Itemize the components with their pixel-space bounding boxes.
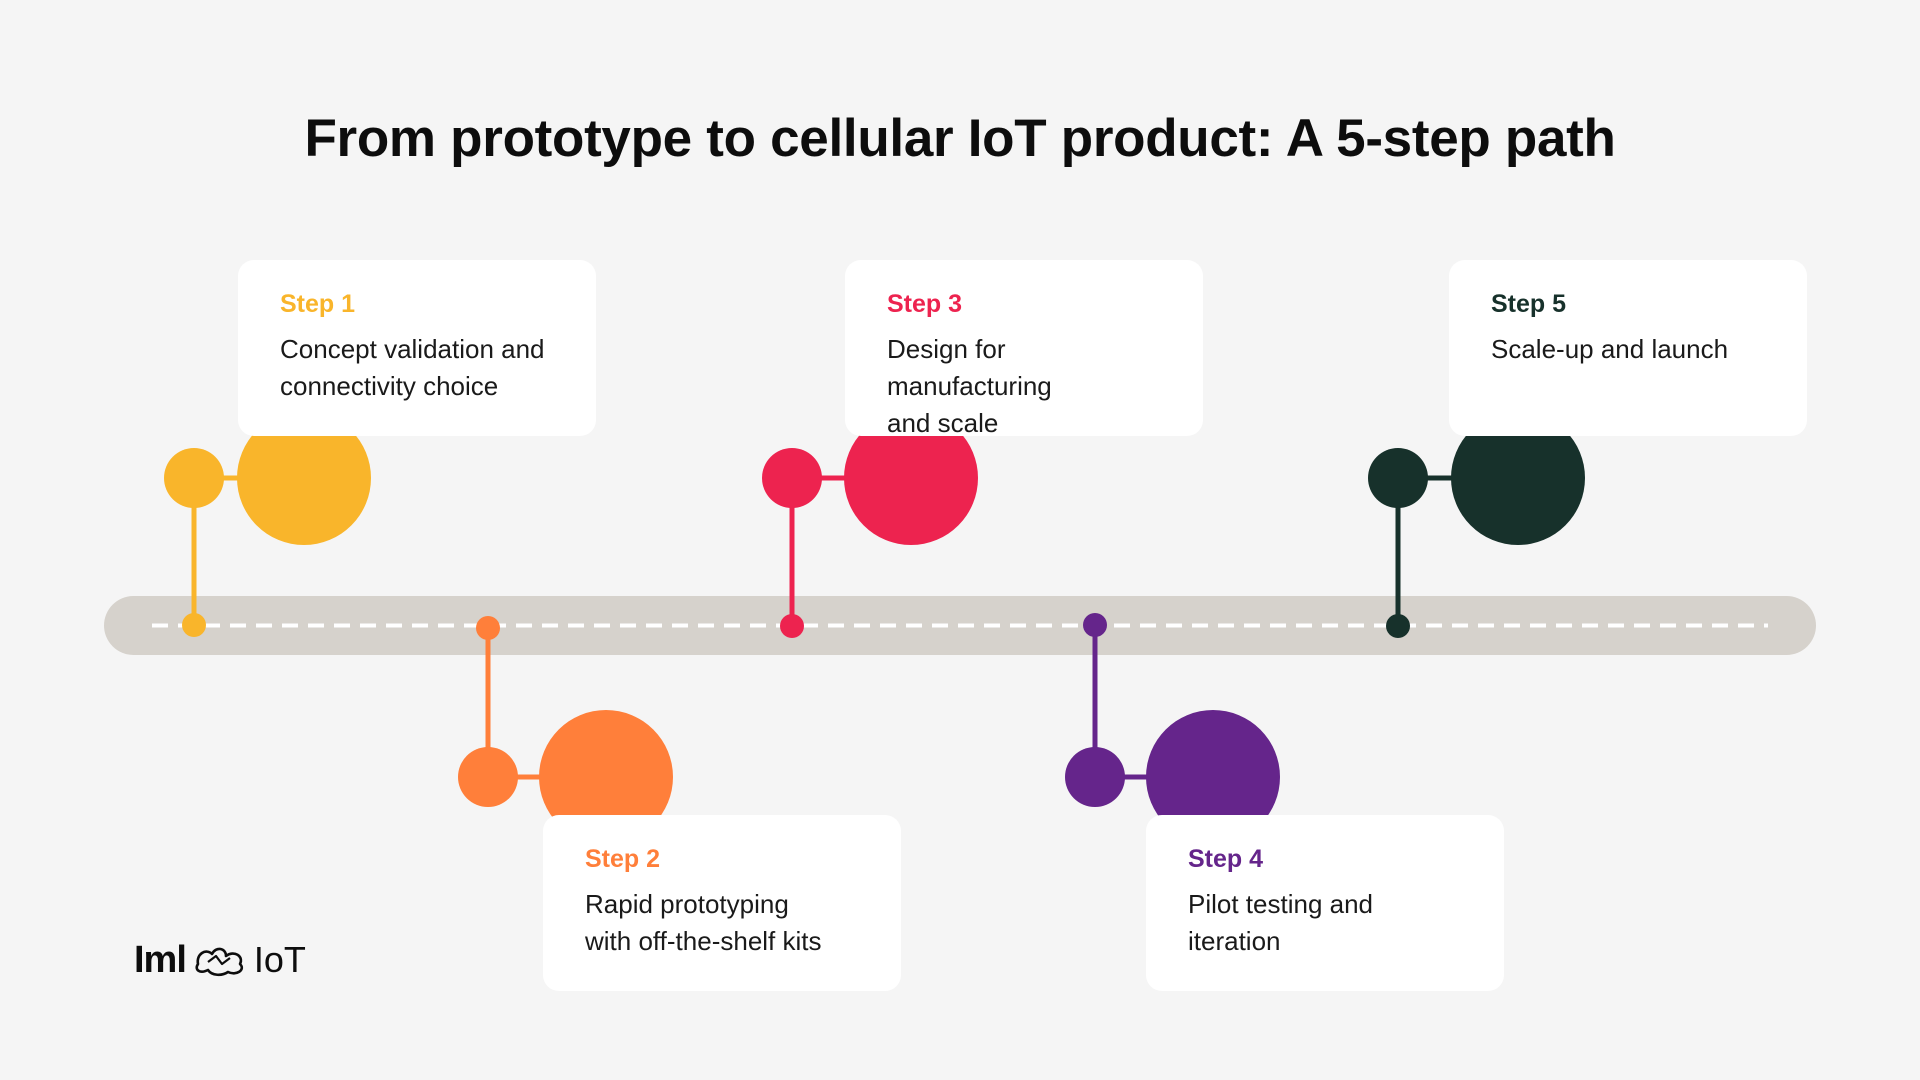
- step-2-timeline-dot: [476, 616, 500, 640]
- step-label: Step 4: [1188, 845, 1264, 873]
- step-5-small-circle: [1368, 448, 1428, 508]
- page-title: From prototype to cellular IoT product: …: [304, 109, 1616, 168]
- logo-brand: Iml: [134, 938, 187, 981]
- step-label: Step 3: [887, 290, 963, 318]
- step-card-5: Step 5 Scale-up and launch: [1449, 260, 1807, 436]
- step-description: Rapid prototyping with off-the-shelf kit…: [585, 889, 822, 956]
- step-1-large-circle: [237, 411, 371, 545]
- step-5-timeline-dot: [1386, 614, 1410, 638]
- step-2-small-circle: [458, 747, 518, 807]
- step-3-small-circle: [762, 448, 822, 508]
- step-card-1: Step 1 Concept validation and connectivi…: [238, 260, 596, 436]
- step-3-timeline-dot: [780, 614, 804, 638]
- step-1-timeline-dot: [182, 613, 206, 637]
- step-4-large-circle: [1146, 710, 1280, 844]
- step-description: Pilot testing and iteration: [1188, 889, 1374, 956]
- step-3-large-circle: [844, 411, 978, 545]
- step-card-3: Step 3 Design for manufacturing and scal…: [845, 260, 1203, 438]
- step-label: Step 2: [585, 845, 661, 873]
- step-description: Scale-up and launch: [1491, 334, 1729, 364]
- step-label: Step 5: [1491, 290, 1567, 318]
- step-description: Concept validation and connectivity choi…: [280, 334, 545, 401]
- step-2-large-circle: [539, 710, 673, 844]
- step-1-small-circle: [164, 448, 224, 508]
- step-5-large-circle: [1451, 411, 1585, 545]
- step-4-timeline-dot: [1083, 613, 1107, 637]
- step-card-4: Step 4 Pilot testing and iteration: [1146, 815, 1504, 991]
- step-description: Design for manufacturing and scale: [887, 334, 1052, 438]
- brand-logo: Iml IoT: [134, 935, 306, 985]
- step-card-2: Step 2 Rapid prototyping with off-the-sh…: [543, 815, 901, 991]
- step-label: Step 1: [280, 290, 356, 318]
- step-4-small-circle: [1065, 747, 1125, 807]
- logo-suffix: IoT: [253, 939, 306, 980]
- ink-blot-logo-icon: [195, 947, 243, 977]
